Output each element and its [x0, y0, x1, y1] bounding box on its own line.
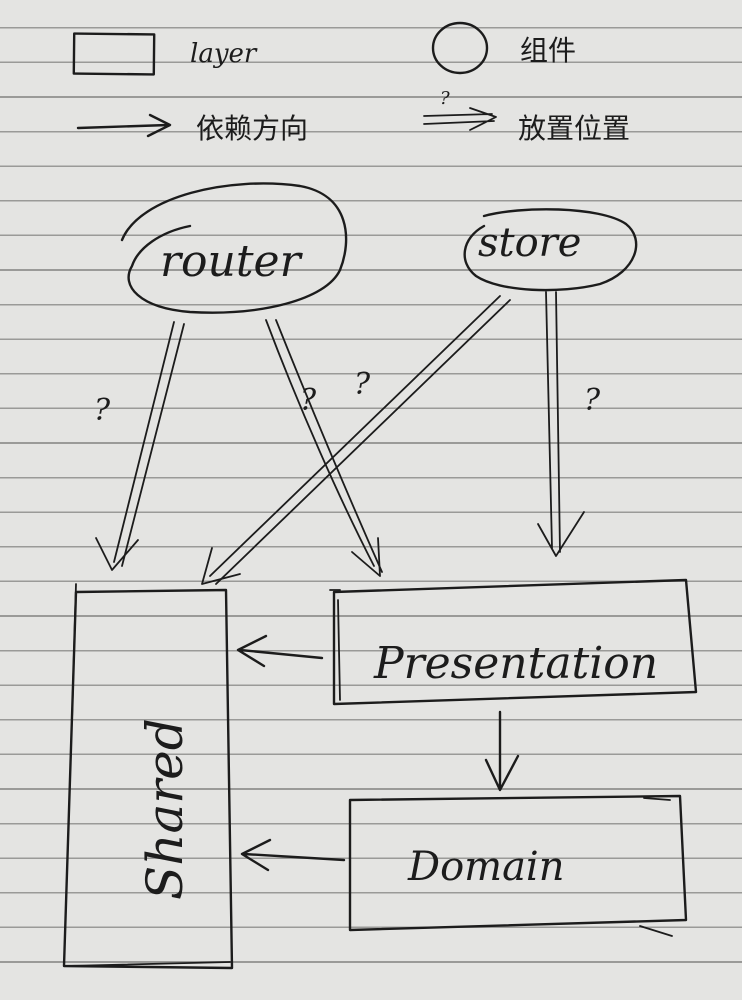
- arrow-domain-to-shared: [240, 838, 346, 872]
- legend-component-circle: [431, 21, 489, 75]
- legend-layer-label: layer: [190, 39, 258, 69]
- router-label: router: [160, 236, 304, 287]
- legend-layer-box: [72, 32, 156, 76]
- question-mark-store-shared: ?: [354, 367, 371, 402]
- legend-placement-label: 放置位置: [518, 112, 630, 145]
- legend-dependency-arrow: [76, 113, 172, 138]
- presentation-layer-label: Presentation: [373, 638, 658, 689]
- arrow-presentation-to-shared: [236, 634, 324, 668]
- router-ellipse: [120, 182, 348, 314]
- store-component: store: [463, 208, 638, 292]
- domain-layer-box: [348, 794, 688, 932]
- shared-layer-box: [62, 588, 234, 970]
- shared-layer-label: Shared: [136, 718, 194, 900]
- domain-layer: Domain: [348, 794, 688, 937]
- legend-placement-mark: ?: [440, 88, 450, 109]
- presentation-layer-box: [332, 578, 698, 706]
- arrow-router-to-presentation: ?: [265, 319, 383, 577]
- store-label: store: [478, 220, 581, 266]
- legend-placement-arrow: [423, 107, 497, 131]
- arrow-presentation-to-domain: [484, 710, 520, 792]
- router-component: router: [120, 182, 348, 314]
- arrow-store-to-shared: ?: [201, 295, 511, 585]
- store-ellipse: [463, 208, 638, 292]
- legend: layer 组件 依赖方向 ? 放置位置: [72, 21, 630, 145]
- legend-component-label: 组件: [520, 34, 576, 67]
- arrow-router-to-shared: ?: [94, 321, 185, 571]
- legend-dependency-label: 依赖方向: [196, 112, 308, 145]
- arrow-store-to-presentation: ?: [537, 291, 601, 557]
- shared-layer: Shared: [62, 583, 234, 970]
- domain-layer-label: Domain: [407, 844, 564, 890]
- question-mark-store-presentation: ?: [584, 383, 601, 418]
- presentation-layer: Presentation: [329, 578, 698, 706]
- question-mark-router-shared: ?: [94, 393, 111, 428]
- question-mark-router-presentation: ?: [300, 383, 317, 418]
